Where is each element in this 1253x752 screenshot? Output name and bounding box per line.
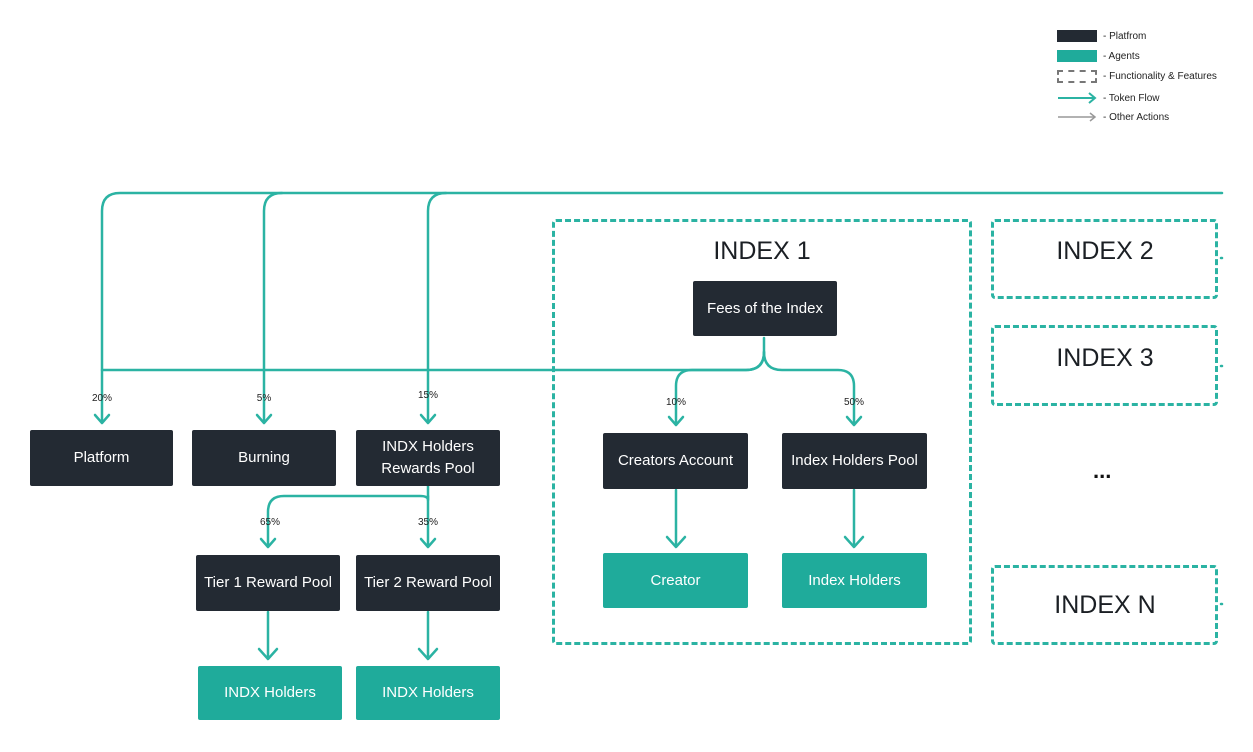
index3-container xyxy=(991,325,1218,406)
indexn-title: INDEX N xyxy=(1054,591,1156,619)
pct-rewards: 15% xyxy=(417,390,438,401)
legend-platform-swatch xyxy=(1057,30,1097,42)
creators-account-node: Creators Account xyxy=(603,433,748,489)
legend-platform: - Platfrom xyxy=(1057,30,1146,42)
legend-other-actions-label: - Other Actions xyxy=(1103,111,1170,123)
legend-other-actions-arrow xyxy=(1058,112,1097,122)
index2-container xyxy=(991,219,1218,299)
legend-token-flow-arrow xyxy=(1058,92,1097,104)
legend-agents: - Agents xyxy=(1057,50,1140,62)
platform-node: Platform xyxy=(30,430,173,486)
legend-agents-label: - Agents xyxy=(1103,50,1140,62)
index-holders-pool-node: Index Holders Pool xyxy=(782,433,927,489)
creator-node: Creator xyxy=(603,553,748,608)
pct-creators: 10% xyxy=(665,397,686,408)
index2-title: INDEX 2 xyxy=(1056,237,1154,265)
indx-holders-node-2: INDX Holders xyxy=(356,666,500,720)
burning-node: Burning xyxy=(192,430,336,486)
index1-container xyxy=(552,219,972,645)
index3-title: INDEX 3 xyxy=(1056,344,1154,372)
fees-of-index-node: Fees of the Index xyxy=(693,281,837,336)
legend-platform-label: - Platfrom xyxy=(1103,30,1147,42)
indexn-container xyxy=(991,565,1218,645)
legend-features: - Functionality & Features xyxy=(1057,70,1217,83)
legend-agents-swatch xyxy=(1057,50,1097,62)
legend-token-flow-label: - Token Flow xyxy=(1103,92,1160,104)
pct-tier1: 65% xyxy=(259,517,280,528)
indx-rewards-pool-node: INDX Holders Rewards Pool xyxy=(356,430,500,486)
legend-token-flow: - Token Flow xyxy=(1057,92,1160,104)
legend-other-actions: - Other Actions xyxy=(1057,111,1169,123)
tier2-reward-pool-node: Tier 2 Reward Pool xyxy=(356,555,500,611)
legend-features-swatch xyxy=(1057,70,1097,83)
index-holders-node: Index Holders xyxy=(782,553,927,608)
legend-features-label: - Functionality & Features xyxy=(1103,71,1217,82)
more-indexes-ellipsis: ... xyxy=(1093,458,1112,483)
index1-title: INDEX 1 xyxy=(713,237,811,265)
pct-burning: 5% xyxy=(256,393,272,404)
tier1-reward-pool-node: Tier 1 Reward Pool xyxy=(196,555,340,611)
pct-tier2: 35% xyxy=(417,517,438,528)
pct-platform: 20% xyxy=(91,393,112,404)
pct-index-pool: 50% xyxy=(843,397,864,408)
indx-holders-node-1: INDX Holders xyxy=(198,666,342,720)
